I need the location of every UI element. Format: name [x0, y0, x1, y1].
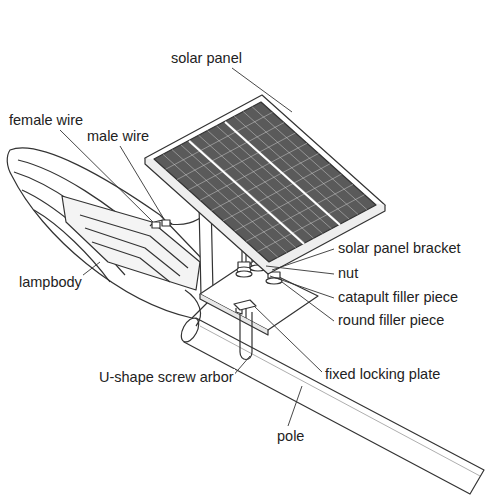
part-label: solar panel bracket [337, 240, 462, 257]
part-label: lampbody [18, 274, 83, 291]
part-label: catapult filler piece [337, 289, 459, 306]
solar-panel-bracket [200, 262, 318, 335]
part-label: round filler piece [337, 312, 445, 329]
part-label: female wire [8, 112, 84, 129]
part-label: fixed locking plate [324, 366, 441, 383]
leader-lines [60, 68, 334, 426]
fixed-locking-plate [234, 300, 256, 314]
connector-wires [150, 215, 205, 228]
part-label: male wire [86, 128, 150, 145]
part-label: pole [276, 428, 305, 445]
u-shape-screw-arbor [240, 308, 252, 360]
part-label: U-shape screw arbor [98, 369, 235, 386]
part-label: solar panel [170, 50, 243, 67]
part-label: nut [337, 265, 359, 282]
pole [178, 315, 484, 494]
